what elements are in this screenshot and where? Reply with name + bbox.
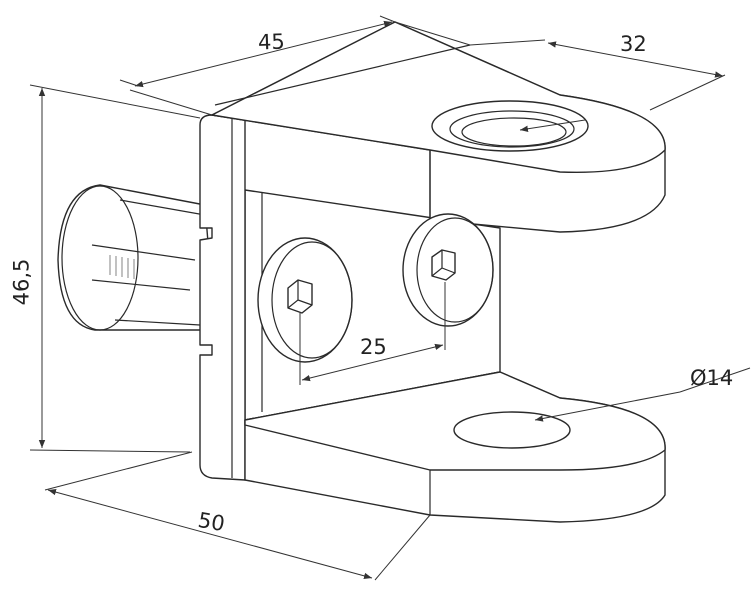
- screw-left: [257, 237, 353, 363]
- dim-arm-width-label: 32: [620, 32, 647, 56]
- dimension-lines: [29, 15, 751, 581]
- dim-hole-diameter-label: Ø14: [690, 366, 734, 390]
- dim-depth-label: 45: [257, 29, 286, 55]
- dim-length-label: 50: [196, 507, 227, 537]
- anchor-bolt: [57, 184, 216, 331]
- dim-height-label: 46,5: [9, 258, 34, 306]
- dim-screw-spacing-label: 25: [360, 335, 387, 359]
- vertical-plate: [199, 114, 246, 481]
- screw-right: [402, 213, 494, 327]
